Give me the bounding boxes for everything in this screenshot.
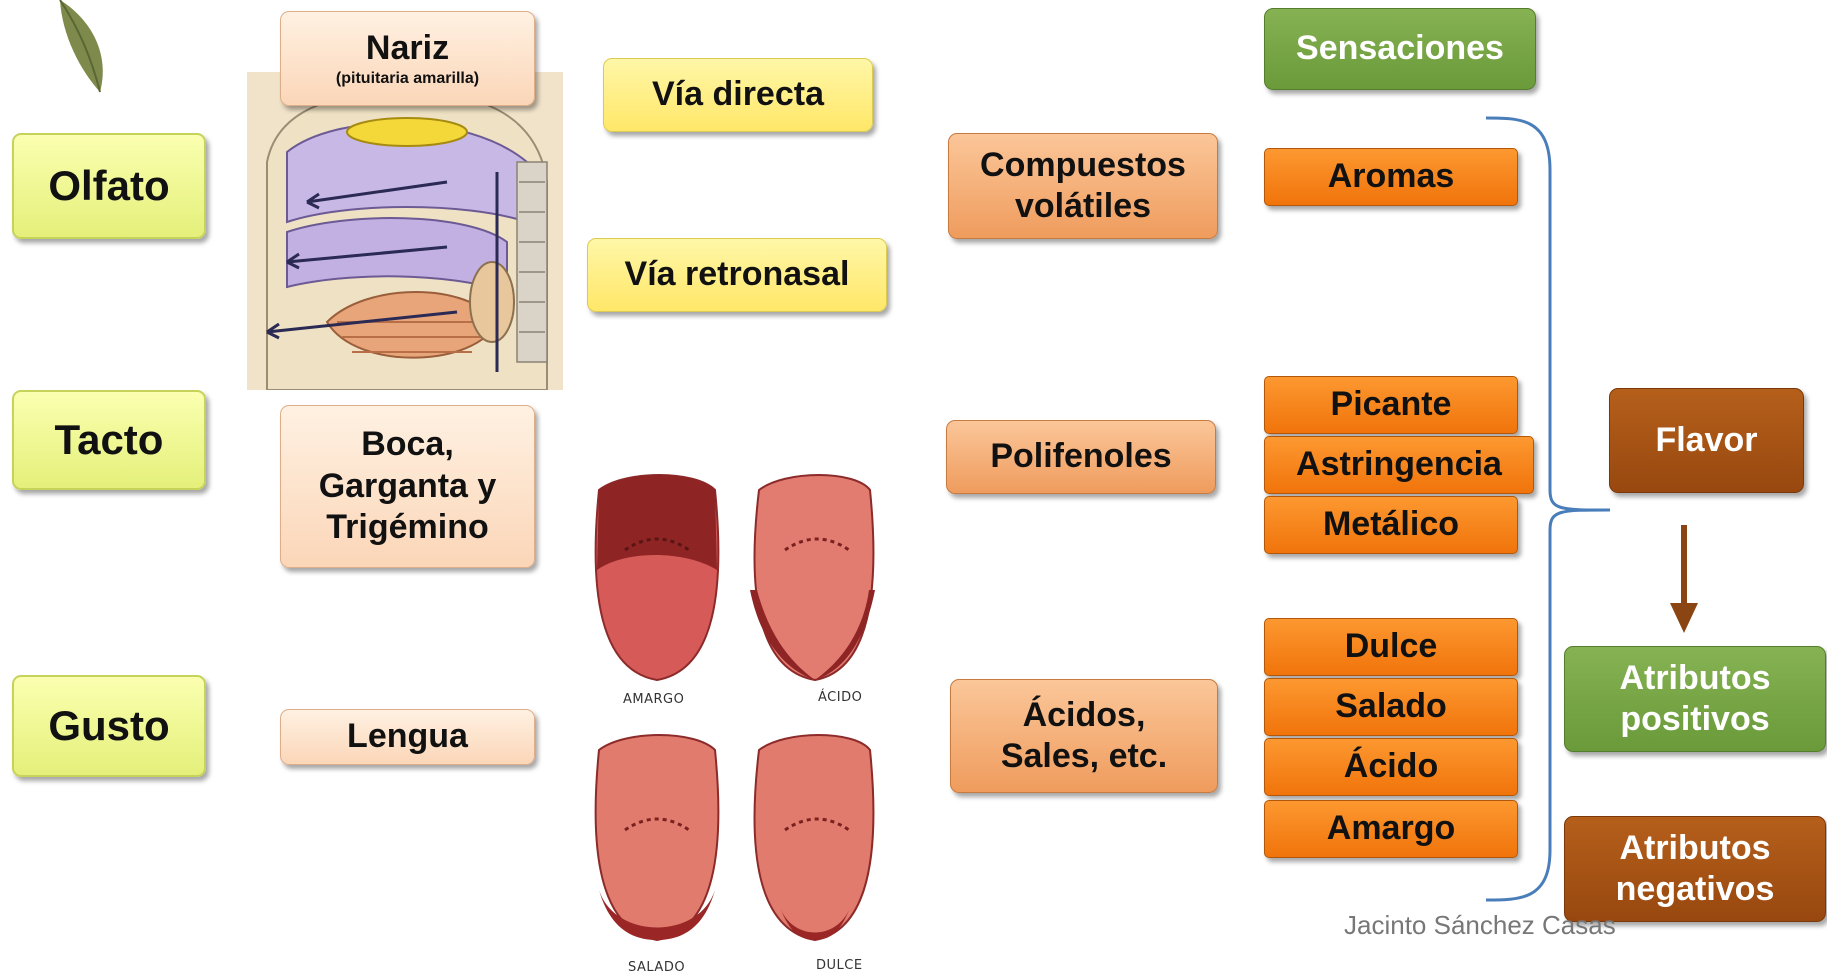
atributos-negativos-line-1: Atributos (1619, 828, 1770, 869)
tongue-taste-map-illustration (585, 470, 875, 976)
sensacion-picante-label: Picante (1331, 384, 1452, 425)
organ-nariz: Nariz (pituitaria amarilla) (280, 11, 535, 106)
tongue-label-acido: ÁCIDO (818, 690, 862, 705)
curly-bracket (1480, 110, 1620, 910)
via-retronasal: Vía retronasal (587, 238, 887, 312)
atributos-negativos: Atributos negativos (1564, 816, 1826, 922)
atributos-positivos: Atributos positivos (1564, 646, 1826, 752)
sensacion-metalico-label: Metálico (1323, 504, 1459, 545)
organ-nariz-label: Nariz (366, 28, 449, 69)
sense-tacto-label: Tacto (55, 414, 164, 465)
organ-boca-line-1: Boca, (361, 424, 454, 465)
acidos-sales: Ácidos, Sales, etc. (950, 679, 1218, 793)
via-directa: Vía directa (603, 58, 873, 132)
sense-olfato-label: Olfato (48, 160, 169, 211)
sensacion-salado-label: Salado (1335, 686, 1446, 727)
sensacion-acido-label: Ácido (1344, 746, 1438, 787)
sensacion-dulce-label: Dulce (1345, 626, 1438, 667)
down-arrow-icon (1666, 525, 1702, 635)
tongue-label-salado: SALADO (628, 960, 685, 975)
sensaciones-header: Sensaciones (1264, 8, 1536, 90)
organ-lengua: Lengua (280, 709, 535, 765)
organ-lengua-label: Lengua (347, 716, 468, 757)
organ-boca-line-2: Garganta y (319, 466, 497, 507)
sense-gusto: Gusto (12, 675, 206, 777)
acidos-sales-line-1: Ácidos, (1023, 695, 1146, 736)
polifenoles-label: Polifenoles (990, 436, 1171, 477)
sense-olfato: Olfato (12, 133, 206, 239)
via-directa-label: Vía directa (652, 74, 824, 115)
via-retronasal-label: Vía retronasal (625, 254, 850, 295)
atributos-positivos-line-2: positivos (1620, 699, 1769, 740)
sensacion-astringencia-label: Astringencia (1296, 444, 1502, 485)
atributos-positivos-line-1: Atributos (1619, 658, 1770, 699)
organ-boca-line-3: Trigémino (326, 507, 488, 548)
polifenoles: Polifenoles (946, 420, 1216, 494)
organ-nariz-sublabel: (pituitaria amarilla) (336, 69, 479, 89)
tongue-label-amargo: AMARGO (623, 692, 684, 707)
author-credit: Jacinto Sánchez Casas (1344, 910, 1616, 941)
sense-gusto-label: Gusto (48, 700, 169, 751)
organ-boca: Boca, Garganta y Trigémino (280, 405, 535, 568)
compuestos-volatiles: Compuestos volátiles (948, 133, 1218, 239)
sensacion-aromas-label: Aromas (1328, 156, 1455, 197)
flavor-box: Flavor (1609, 388, 1804, 493)
nasal-cavity-illustration (247, 72, 563, 390)
atributos-negativos-line-2: negativos (1616, 869, 1775, 910)
sense-tacto: Tacto (12, 390, 206, 490)
acidos-sales-line-2: Sales, etc. (1001, 736, 1167, 777)
tongue-label-dulce: DULCE (816, 958, 863, 973)
sensacion-amargo-label: Amargo (1327, 808, 1455, 849)
sensaciones-header-label: Sensaciones (1296, 28, 1504, 69)
compuestos-volatiles-line-1: Compuestos (980, 145, 1186, 186)
compuestos-volatiles-line-2: volátiles (1015, 186, 1151, 227)
olive-leaf-image (0, 0, 130, 110)
flavor-label: Flavor (1655, 420, 1757, 461)
